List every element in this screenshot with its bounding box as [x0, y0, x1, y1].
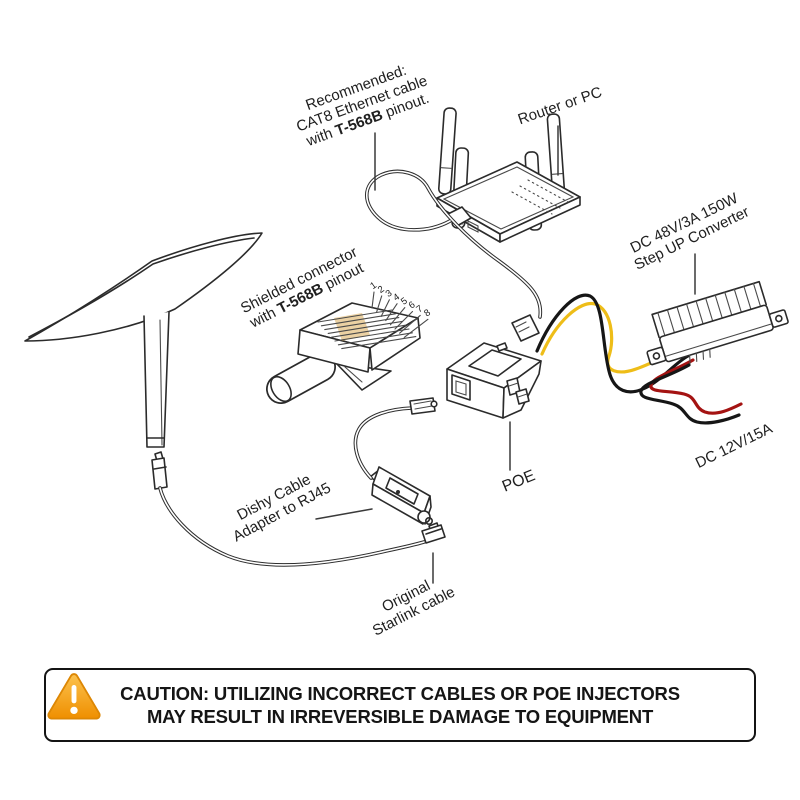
red-output-wire — [649, 358, 743, 415]
black-output-wire — [639, 363, 741, 425]
dishy-adapter-illustration — [369, 466, 433, 525]
label-leader-lines — [315, 125, 696, 584]
caution-banner: CAUTION: UTILIZING INCORRECT CABLES OR P… — [44, 668, 756, 742]
yellow-input-wire — [540, 301, 685, 374]
shielded-rj45-illustration: 1 2 3 4 5 6 7 8 — [266, 280, 433, 404]
warning-icon — [47, 673, 101, 720]
svg-text:4: 4 — [391, 292, 402, 304]
svg-text:3: 3 — [384, 288, 395, 300]
adapter-to-poe-cable — [353, 397, 436, 480]
svg-text:1: 1 — [368, 280, 379, 292]
caution-line-1: CAUTION: UTILIZING INCORRECT CABLES OR P… — [120, 682, 680, 704]
caution-line-2: MAY RESULT IN IRREVERSIBLE DAMAGE TO EQU… — [146, 705, 654, 727]
dc-wires — [535, 293, 743, 425]
caution-text: CAUTION: UTILIZING INCORRECT CABLES OR P… — [66, 683, 734, 728]
svg-text:5: 5 — [399, 296, 410, 308]
poe-injector-illustration — [430, 342, 542, 419]
svg-text:8: 8 — [422, 307, 433, 319]
svg-text:7: 7 — [414, 303, 425, 315]
svg-text:2: 2 — [376, 284, 387, 296]
ethernet-cable — [365, 169, 543, 342]
original-starlink-cable — [158, 486, 446, 567]
pin-leader-lines — [371, 291, 429, 338]
pin-numbers: 1 2 3 4 5 6 7 8 — [368, 280, 433, 319]
step-up-converter-illustration — [646, 280, 789, 366]
svg-text:6: 6 — [407, 299, 418, 311]
dish-illustration — [24, 232, 263, 490]
